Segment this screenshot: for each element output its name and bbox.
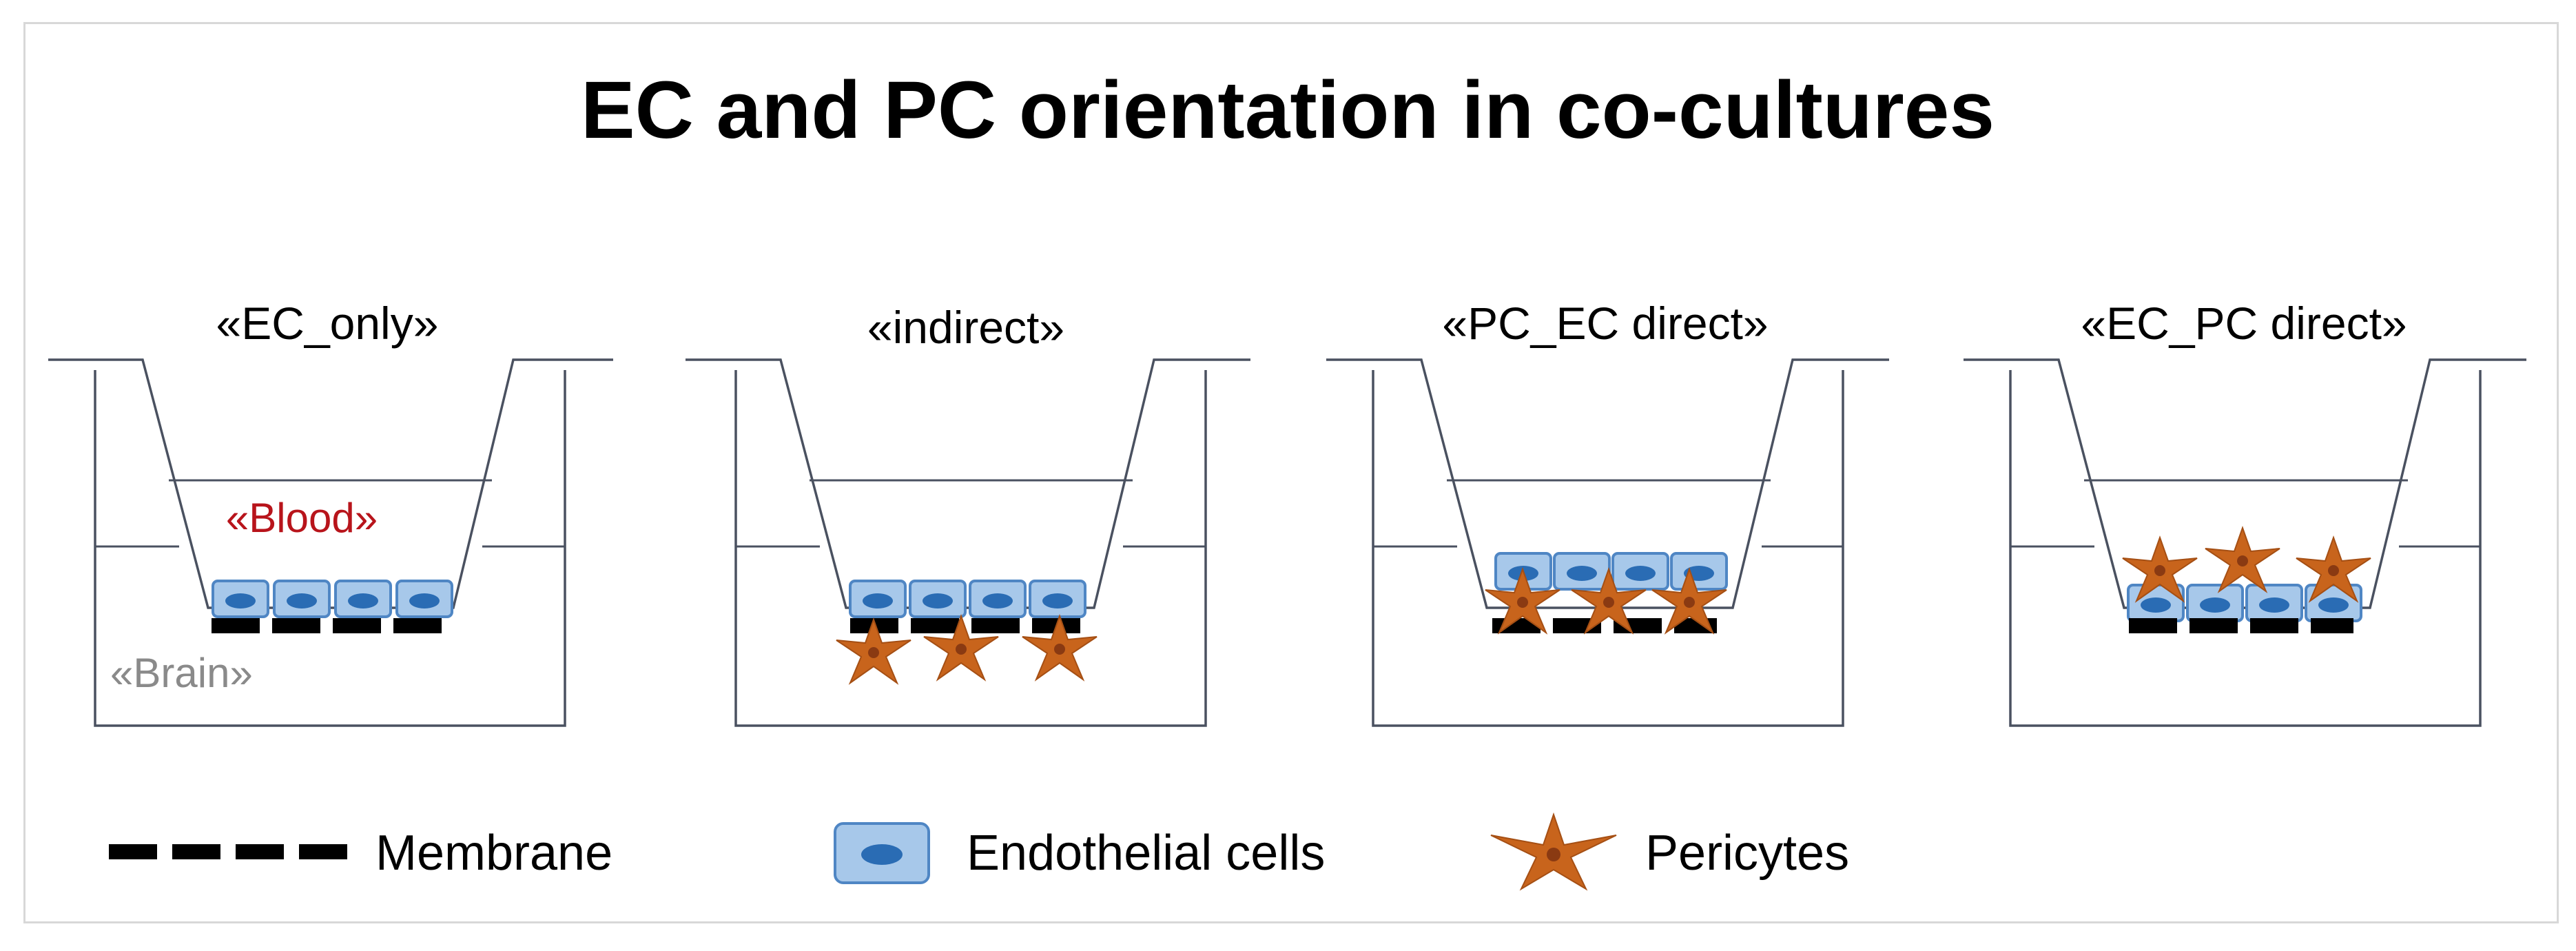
endothelial-cell — [212, 580, 269, 618]
endothelial-cell — [1029, 580, 1086, 618]
endothelial-cell — [2186, 584, 2244, 622]
endothelial-cell — [1611, 552, 1669, 591]
legend-pericyte-symbol — [1490, 812, 1617, 891]
panel-ec-pc-direct: «EC_PC direct» — [1964, 298, 2526, 727]
endothelial-cell — [849, 580, 907, 618]
endothelial-cell — [969, 580, 1027, 618]
membrane — [2129, 618, 2353, 633]
legend-endothelial-label: Endothelial cells — [967, 826, 1325, 881]
panel-ec-only: «EC_only» «Blood» «Brain» — [48, 298, 613, 727]
brain-label: «Brain» — [110, 650, 253, 696]
legend-membrane-label: Membrane — [375, 826, 612, 881]
figure-title: EC and PC orientation in co-cultures — [581, 65, 1995, 156]
endothelial-cell — [1553, 552, 1611, 591]
outer-well — [734, 370, 1207, 727]
membrane — [212, 618, 442, 633]
insert-wall — [48, 358, 613, 609]
endothelial-cell-layer — [212, 580, 453, 618]
endothelial-cell-layer — [849, 580, 1086, 618]
pericyte — [2205, 527, 2280, 592]
endothelial-cell — [909, 580, 967, 618]
insert-wall — [686, 358, 1250, 609]
endothelial-cell — [334, 580, 392, 618]
panel-label-pc-ec-direct: «PC_EC direct» — [1442, 298, 1768, 349]
endothelial-cell — [1670, 552, 1728, 591]
endothelial-cell-layer — [2127, 584, 2362, 622]
endothelial-cell — [2245, 584, 2303, 622]
legend-endothelial-symbol — [834, 822, 930, 884]
pericyte-layer — [836, 615, 1098, 684]
pericyte — [836, 619, 911, 684]
endothelial-cell — [395, 580, 453, 618]
legend-membrane-symbol — [109, 844, 347, 859]
legend-pericytes-label: Pericytes — [1645, 826, 1849, 881]
legend: Membrane Endothelial cells Pericytes — [109, 812, 1849, 891]
blood-label: «Blood» — [226, 495, 378, 541]
outer-well — [1372, 370, 1844, 727]
outer-well — [2009, 370, 2482, 727]
panel-pc-ec-direct: «PC_EC direct» — [1326, 298, 1889, 727]
outer-well — [94, 370, 566, 727]
endothelial-cell — [273, 580, 331, 618]
panel-label-ec-only: «EC_only» — [216, 298, 439, 349]
panel-label-ec-pc-direct: «EC_PC direct» — [2081, 298, 2407, 349]
figure-frame — [23, 22, 2559, 923]
panel-label-indirect: «indirect» — [867, 302, 1064, 353]
panel-indirect: «indirect» — [686, 302, 1250, 727]
